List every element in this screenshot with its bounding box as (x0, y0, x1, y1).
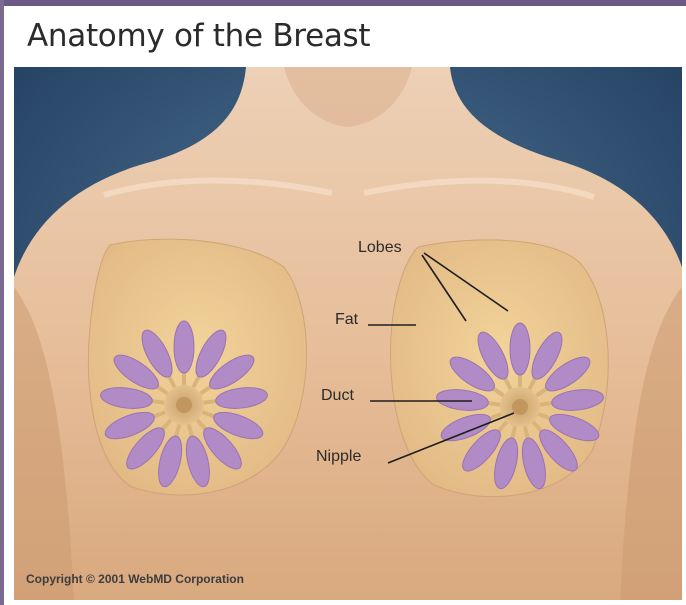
left-border (0, 0, 4, 605)
anatomy-illustration (14, 67, 682, 600)
left-lobe-1 (174, 321, 194, 373)
anatomy-svg (14, 67, 682, 600)
right-duct-8 (512, 426, 515, 438)
figure-title: Anatomy of the Breast (27, 18, 370, 54)
right-lobe-1 (510, 323, 530, 375)
left-duct-8 (176, 424, 179, 436)
right-breast (391, 240, 609, 497)
left-duct-4 (204, 401, 216, 402)
copyright-notice: Copyright © 2001 WebMD Corporation (26, 572, 244, 586)
top-border (0, 0, 686, 6)
left-nipple (176, 397, 192, 413)
nipple-label: Nipple (316, 448, 361, 466)
left-duct-7 (189, 424, 192, 436)
right-duct-7 (525, 426, 528, 438)
fat-label: Fat (335, 311, 358, 329)
lobes-label: Lobes (358, 239, 402, 257)
duct-label: Duct (321, 387, 354, 405)
right-duct-4 (540, 403, 552, 404)
right-duct-11 (488, 403, 500, 404)
right-nipple (512, 399, 528, 415)
left-duct-11 (152, 401, 164, 402)
left-breast (88, 239, 306, 495)
